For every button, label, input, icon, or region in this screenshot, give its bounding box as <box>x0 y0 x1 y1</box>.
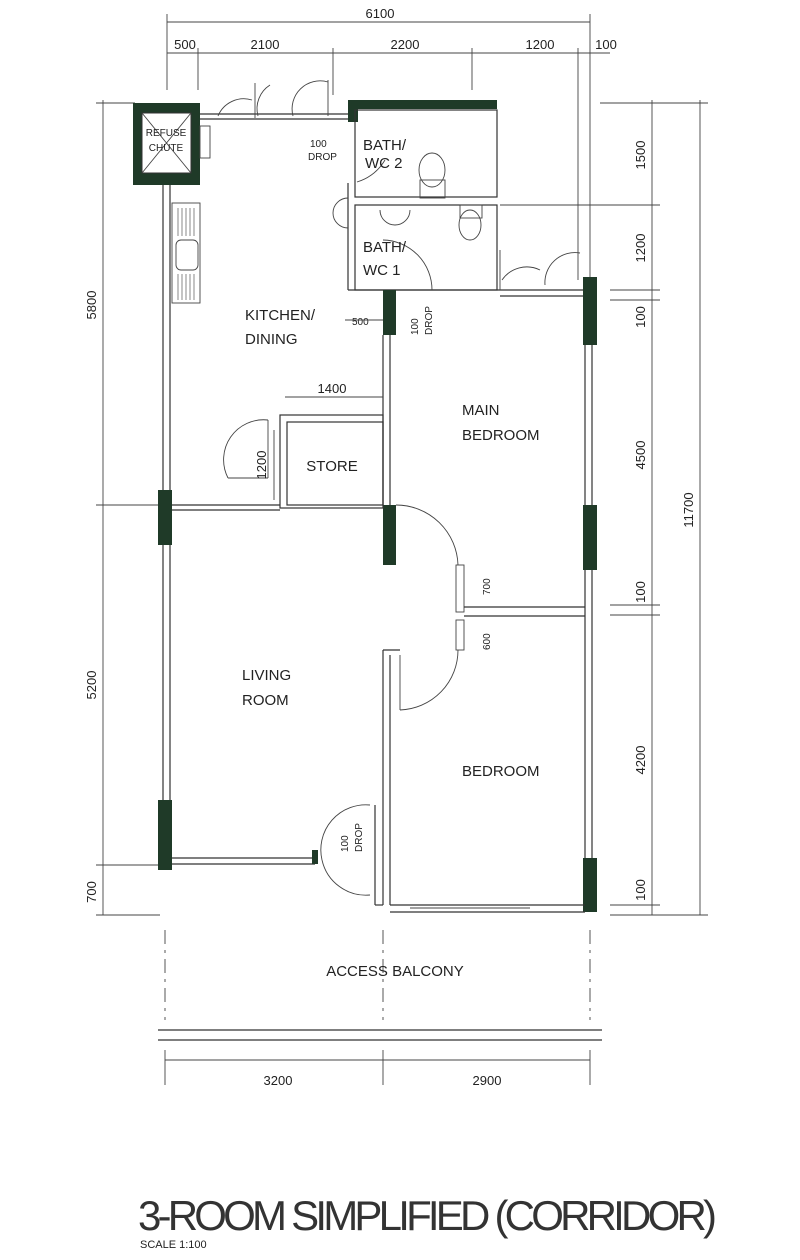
dim-right: 1200 <box>633 234 648 263</box>
dim-right: 100 <box>633 581 648 603</box>
door-600: 600 <box>482 633 493 650</box>
dim-right: 4200 <box>633 746 648 775</box>
living-bottom <box>172 804 383 906</box>
left-dimensions: 5800 5200 700 <box>84 100 160 916</box>
balcony-label: ACCESS BALCONY <box>326 963 464 980</box>
drop-note: DROP <box>354 823 365 852</box>
store-height: 1200 <box>254 451 269 480</box>
interior-walls <box>172 335 593 913</box>
wall-columns <box>158 277 597 912</box>
bottom-dimensions: 3200 2900 <box>164 1050 591 1088</box>
drop-note: 100 <box>340 835 351 852</box>
kitchen-label: KITCHEN/ <box>245 307 316 324</box>
refuse-label: REFUSE <box>146 128 187 139</box>
refuse-chute: REFUSE CHUTE <box>133 103 211 185</box>
bath-block: BATH/ WC 2 BATH/ WC 1 100 DROP <box>308 100 500 291</box>
plan-scale: SCALE 1:100 <box>140 1239 207 1251</box>
bath1-label: BATH/ <box>363 239 407 256</box>
dim-right: 100 <box>633 879 648 901</box>
bedroom-label: BEDROOM <box>462 763 540 780</box>
store-label: STORE <box>306 458 357 475</box>
drop-note: DROP <box>308 152 337 163</box>
store-width: 1400 <box>318 381 347 396</box>
dim-left: 5800 <box>84 291 99 320</box>
dim-left: 700 <box>84 881 99 903</box>
plan-title: 3-ROOM SIMPLIFIED (CORRIDOR) <box>138 1192 718 1239</box>
bath2-label: WC 2 <box>365 155 403 172</box>
living-label: LIVING <box>242 667 291 684</box>
bath1-label: WC 1 <box>363 262 401 279</box>
living-label: ROOM <box>242 692 289 709</box>
dim-top: 2100 <box>251 37 280 52</box>
main-bedroom-label: BEDROOM <box>462 427 540 444</box>
top-dimensions: 6100 500 2100 2200 1200 100 <box>166 6 617 280</box>
access-balcony: ACCESS BALCONY <box>158 930 602 1041</box>
dim-bottom: 3200 <box>264 1073 293 1088</box>
right-dimensions: 1500 1200 100 4500 100 4200 100 11700 <box>500 100 708 916</box>
dim-right: 4500 <box>633 441 648 470</box>
main-bedroom-label: MAIN <box>462 402 500 419</box>
kitchen-top-wall <box>200 80 348 120</box>
dim-bottom: 2900 <box>473 1073 502 1088</box>
drop-note: DROP <box>424 306 435 335</box>
bath2-label: BATH/ <box>363 137 407 154</box>
door-700: 700 <box>482 578 493 595</box>
kitchen-label: DINING <box>245 331 298 348</box>
store: STORE 1400 1200 <box>223 381 384 509</box>
dim-top: 2200 <box>391 37 420 52</box>
dim-right: 1500 <box>633 141 648 170</box>
dim-left: 5200 <box>84 671 99 700</box>
refuse-label: CHUTE <box>149 143 184 154</box>
dim-top: 100 <box>595 37 617 52</box>
kitchen-500: 500 <box>352 317 369 328</box>
main-bedroom-top-doors <box>499 250 585 297</box>
dim-right: 100 <box>633 306 648 328</box>
dim-top: 1200 <box>526 37 555 52</box>
drop-note: 100 <box>410 318 421 335</box>
drop-note: 100 <box>310 139 327 150</box>
dim-top-total: 6100 <box>366 6 395 21</box>
dim-top: 500 <box>174 37 196 52</box>
dim-right-total: 11700 <box>681 492 696 527</box>
